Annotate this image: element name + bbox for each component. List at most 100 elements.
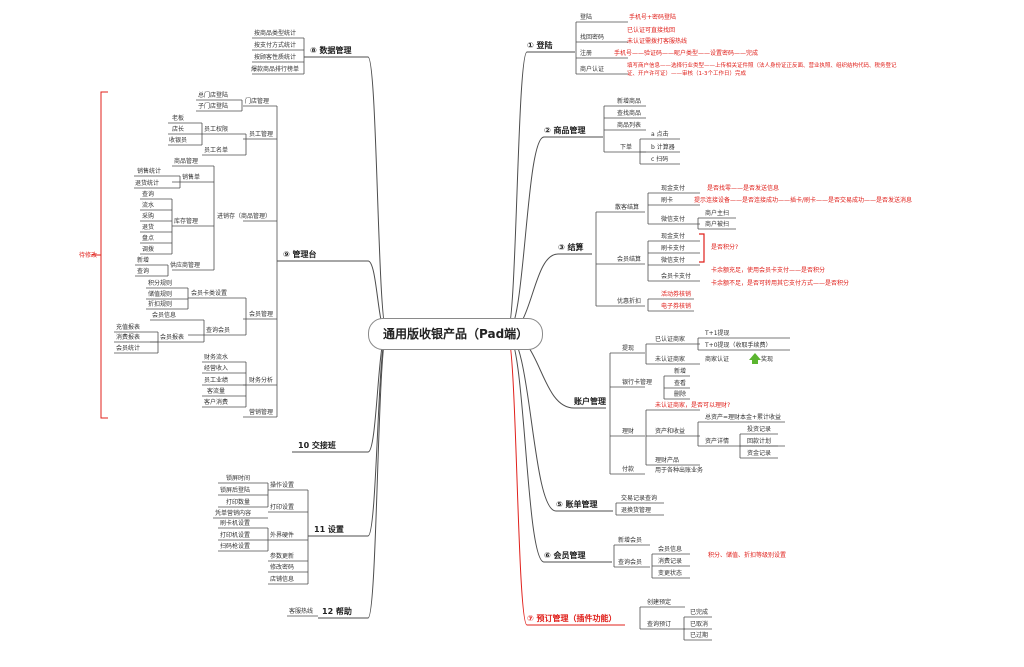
checkout-member[interactable]: 会员结算 [617, 256, 642, 263]
stock-flow[interactable]: 流水 [142, 202, 155, 209]
points-rule[interactable]: 积分规则 [148, 280, 173, 287]
member-cash[interactable]: 现金支付 [661, 233, 686, 240]
asset-invest[interactable]: 投资记录 [747, 426, 772, 433]
member-wechat[interactable]: 微信支付 [661, 257, 686, 264]
branch-member[interactable]: ⑥ 会员管理 [544, 551, 586, 560]
consume-report[interactable]: 消费报表 [116, 334, 141, 341]
console-store[interactable]: 门店管理 [245, 98, 270, 105]
settings-op[interactable]: 操作设置 [270, 482, 295, 489]
withdraw-t1[interactable]: T+1提现 [705, 330, 730, 337]
inv-goods[interactable]: 商品管理 [174, 158, 199, 165]
cert-node[interactable]: 商户认证 [580, 66, 605, 73]
settings-shop[interactable]: 店铺信息 [270, 576, 295, 583]
member-card-pay[interactable]: 会员卡支付 [661, 273, 692, 280]
bankcard-add[interactable]: 新增 [674, 368, 687, 375]
guest-card[interactable]: 刷卡 [661, 197, 674, 204]
member-add[interactable]: 新增会员 [618, 537, 643, 544]
booking-query[interactable]: 查询预订 [647, 621, 672, 628]
fin-income[interactable]: 经营收入 [204, 365, 229, 372]
data-by-payment[interactable]: 按支付方式统计 [254, 42, 297, 49]
branch-shift[interactable]: 10 交接班 [298, 441, 336, 450]
withdraw-certified[interactable]: 已认证商家 [655, 336, 686, 343]
asset-detail[interactable]: 资产详情 [705, 438, 730, 445]
center-topic[interactable]: 通用版收银产品（Pad端） [368, 318, 544, 350]
staff-list[interactable]: 员工名单 [204, 147, 229, 154]
branch-settings[interactable]: 11 设置 [314, 525, 344, 534]
fin-flow[interactable]: 财务流水 [204, 354, 229, 361]
goods-list[interactable]: 商品列表 [617, 122, 642, 129]
withdraw-uncertified[interactable]: 未认证商家 [655, 356, 686, 363]
booking-done[interactable]: 已完成 [690, 609, 709, 616]
settings-print[interactable]: 打印设置 [270, 504, 295, 511]
login-node[interactable]: 登陆 [580, 14, 593, 21]
stored-rule[interactable]: 储值规则 [148, 291, 173, 298]
merchant-cert[interactable]: 商家认证 [705, 356, 730, 363]
account-finance[interactable]: 理财 [622, 428, 635, 435]
console-marketing[interactable]: 营销管理 [249, 409, 274, 416]
guest-customer-scan[interactable]: 商户被扫 [705, 221, 730, 228]
fin-cust-spend[interactable]: 客户消费 [204, 399, 229, 406]
branch-bill[interactable]: ⑤ 账单管理 [556, 500, 598, 509]
branch-goods[interactable]: ② 商品管理 [544, 126, 586, 135]
goods-order-scan[interactable]: c 扫码 [651, 156, 669, 163]
perm-cashier[interactable]: 收银员 [169, 137, 188, 144]
bill-refund[interactable]: 退换货管理 [621, 507, 652, 514]
recharge-report[interactable]: 充值报表 [116, 324, 141, 331]
staff-perm[interactable]: 员工权限 [204, 126, 229, 133]
member-consume[interactable]: 消费记录 [658, 558, 683, 565]
supplier-add[interactable]: 新增 [137, 257, 150, 264]
bankcard-delete[interactable]: 删除 [674, 391, 687, 398]
finance-asset[interactable]: 资产和收益 [655, 428, 686, 435]
settings-update[interactable]: 参数更新 [270, 553, 295, 560]
console-staff[interactable]: 员工管理 [249, 131, 274, 138]
console-member[interactable]: 会员管理 [249, 311, 274, 318]
inv-supplier[interactable]: 供应商管理 [170, 262, 201, 269]
inv-stock[interactable]: 库存管理 [174, 218, 199, 225]
sales-stat[interactable]: 销售统计 [137, 168, 162, 175]
settings-hw[interactable]: 外界硬件 [270, 532, 295, 539]
goods-search[interactable]: 查找商品 [617, 110, 642, 117]
hw-card-dev[interactable]: 刷卡机设置 [220, 520, 251, 527]
discount-rule[interactable]: 折扣规则 [148, 301, 173, 308]
bankcard-view[interactable]: 查看 [674, 380, 687, 387]
goods-new[interactable]: 新增商品 [617, 98, 642, 105]
op-lock-pwd[interactable]: 锁屏后登陆 [220, 487, 251, 494]
checkout-discount[interactable]: 优惠折扣 [617, 298, 642, 305]
member-query[interactable]: 查询会员 [618, 559, 643, 566]
perm-boss[interactable]: 老板 [172, 115, 185, 122]
member-info[interactable]: 会员信息 [658, 546, 683, 553]
data-by-client[interactable]: 按顾客性质统计 [254, 54, 297, 61]
booking-cancelled[interactable]: 已取消 [690, 621, 709, 628]
return-stat[interactable]: 退货统计 [135, 180, 160, 187]
mem-stat[interactable]: 会员统计 [116, 345, 141, 352]
member-card[interactable]: 刷卡支付 [661, 245, 686, 252]
op-lock-time[interactable]: 锁屏时间 [226, 475, 251, 482]
mem-report[interactable]: 会员报表 [160, 334, 185, 341]
inv-sales[interactable]: 销售单 [182, 174, 201, 181]
data-hot-rank[interactable]: 爆款商品排行榜单 [251, 66, 300, 73]
stock-return[interactable]: 退货 [142, 224, 155, 231]
branch-checkout[interactable]: ③ 结算 [558, 243, 584, 252]
branch-login[interactable]: ① 登陆 [527, 41, 553, 50]
guest-merchant-scan[interactable]: 商户主扫 [705, 210, 730, 217]
retrieve-node[interactable]: 找回密码 [580, 34, 605, 41]
goods-order-tap[interactable]: a 点击 [651, 131, 669, 138]
query-member[interactable]: 查询会员 [206, 327, 231, 334]
finance-products[interactable]: 理财产品 [655, 457, 680, 464]
branch-help[interactable]: 12 帮助 [322, 607, 352, 616]
bill-query[interactable]: 交易记录查询 [621, 495, 658, 502]
console-inv[interactable]: 进销存（商品管理） [217, 213, 272, 220]
branch-account[interactable]: 账户管理 [574, 397, 606, 406]
mem-info[interactable]: 会员信息 [152, 312, 177, 319]
booking-create[interactable]: 创建预定 [647, 599, 672, 606]
guest-cash[interactable]: 现金支付 [661, 185, 686, 192]
stock-check[interactable]: 盘点 [142, 235, 155, 242]
settings-pwd[interactable]: 修改密码 [270, 564, 295, 571]
print-voucher[interactable]: 凭单营销内容 [215, 510, 252, 517]
hw-printer[interactable]: 打印机设置 [220, 532, 251, 539]
store-sub[interactable]: 子门店登陆 [198, 103, 229, 110]
booking-expired[interactable]: 已过期 [690, 632, 709, 639]
stock-query[interactable]: 查询 [142, 191, 155, 198]
supplier-query[interactable]: 查询 [137, 268, 150, 275]
branch-booking[interactable]: ⑦ 预订管理（插件功能） [527, 614, 617, 623]
